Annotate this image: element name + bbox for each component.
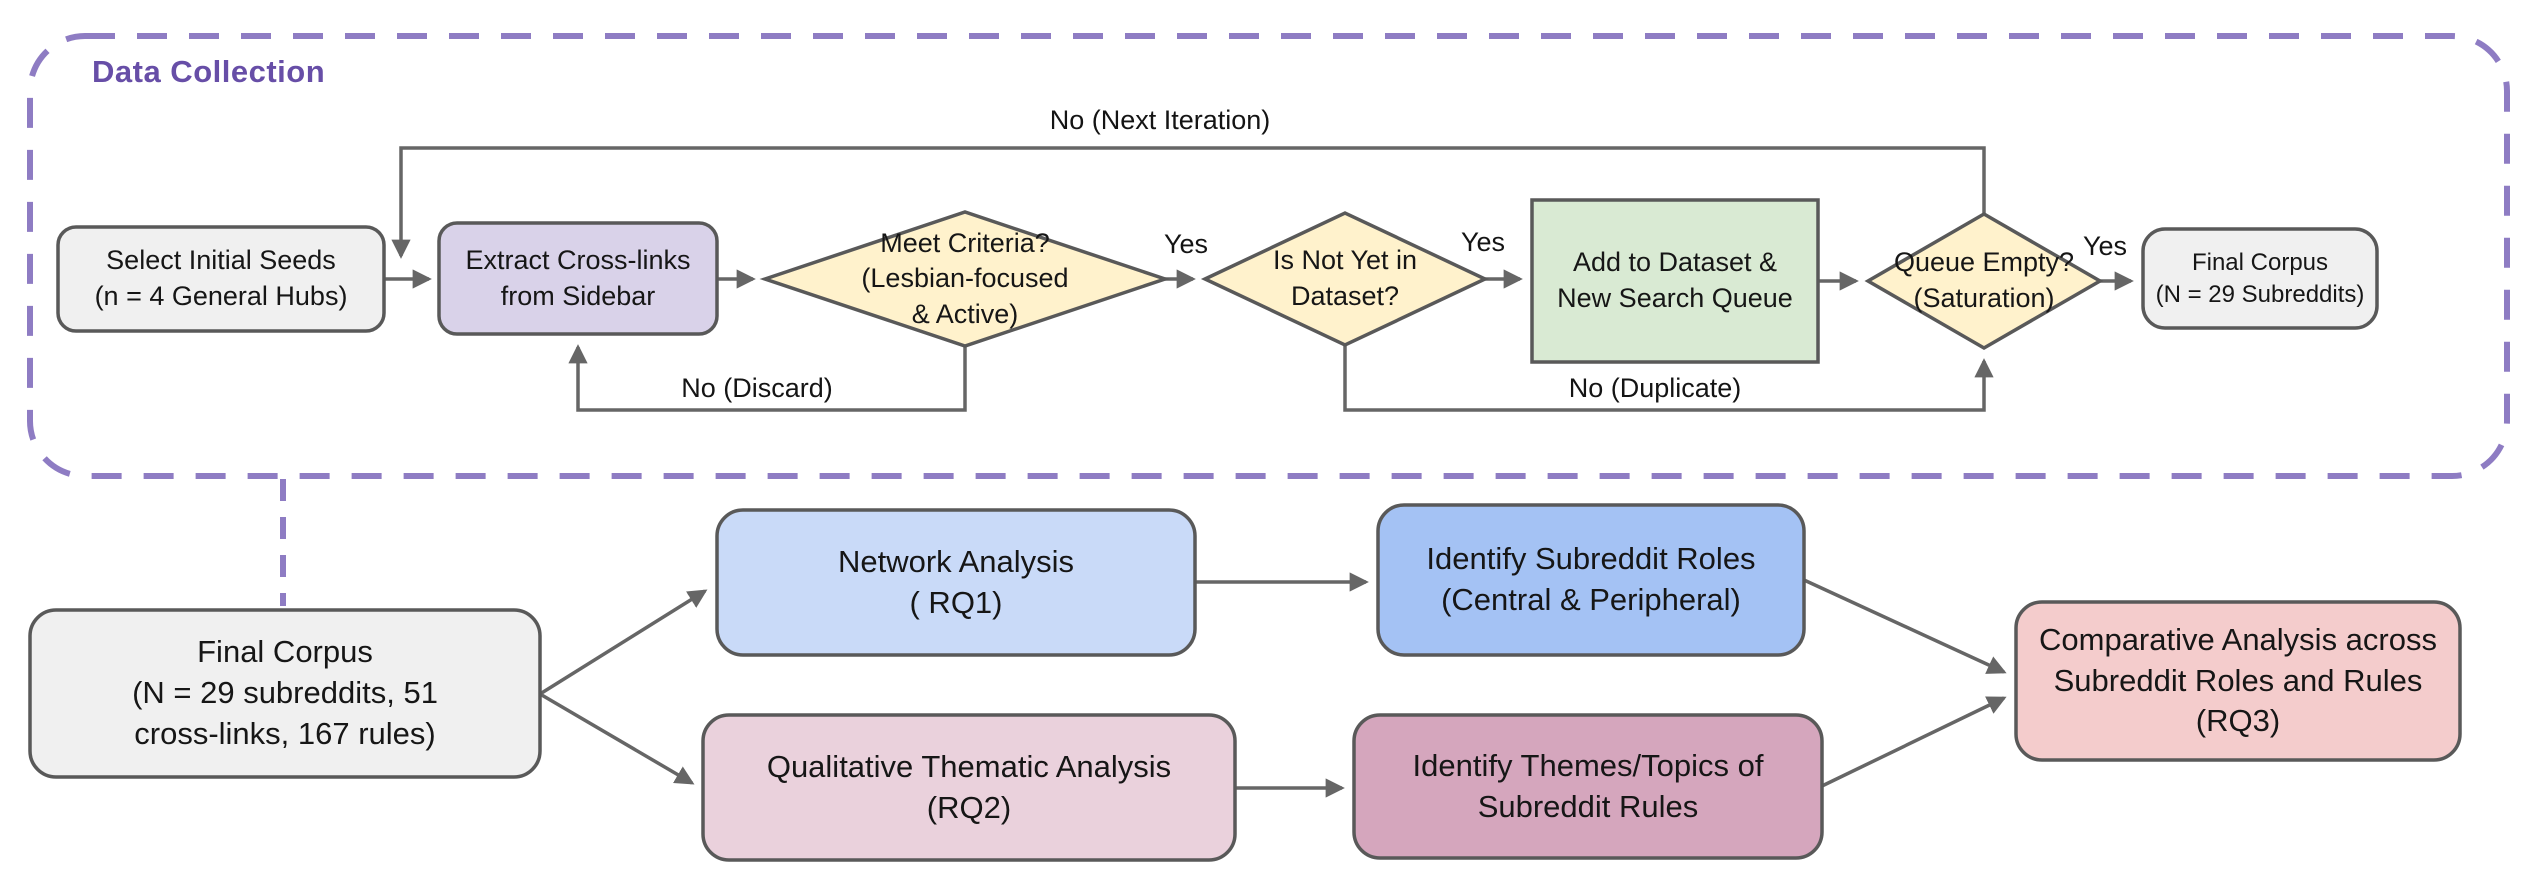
node-shape-identify-themes [1352, 713, 1824, 860]
arrow-no-duplicate [1343, 345, 1994, 412]
arrow-no-discard [568, 344, 967, 412]
node-shape-qualitative [701, 713, 1237, 862]
arrow-roles-to-comparative [1803, 578, 2007, 674]
node-shape-final-corpus-bottom [28, 608, 542, 779]
section-title-data-collection: Data Collection [92, 54, 326, 89]
node-shape-queue-empty-diamond [1864, 211, 2104, 351]
node-shape-identify-roles [1376, 503, 1806, 657]
arrow-no-next-iteration [391, 146, 1986, 259]
node-shape-meet-criteria-diamond [759, 210, 1171, 348]
node-shape-not-in-dataset-diamond [1200, 211, 1490, 347]
arrow-corpus-to-qualitative [539, 692, 695, 785]
arrow-themes-to-comparative [1821, 696, 2007, 788]
node-shape-comparative [2014, 600, 2462, 762]
node-shape-network-analysis [715, 508, 1197, 657]
node-shape-add-to-dataset [1530, 198, 1820, 364]
node-shape-final-corpus-top [2141, 227, 2379, 330]
node-shape-select-seeds [56, 225, 386, 333]
data-collection-dashed-container [27, 33, 2510, 479]
arrow-corpus-to-network [539, 589, 708, 696]
node-shape-extract-links [437, 221, 719, 336]
